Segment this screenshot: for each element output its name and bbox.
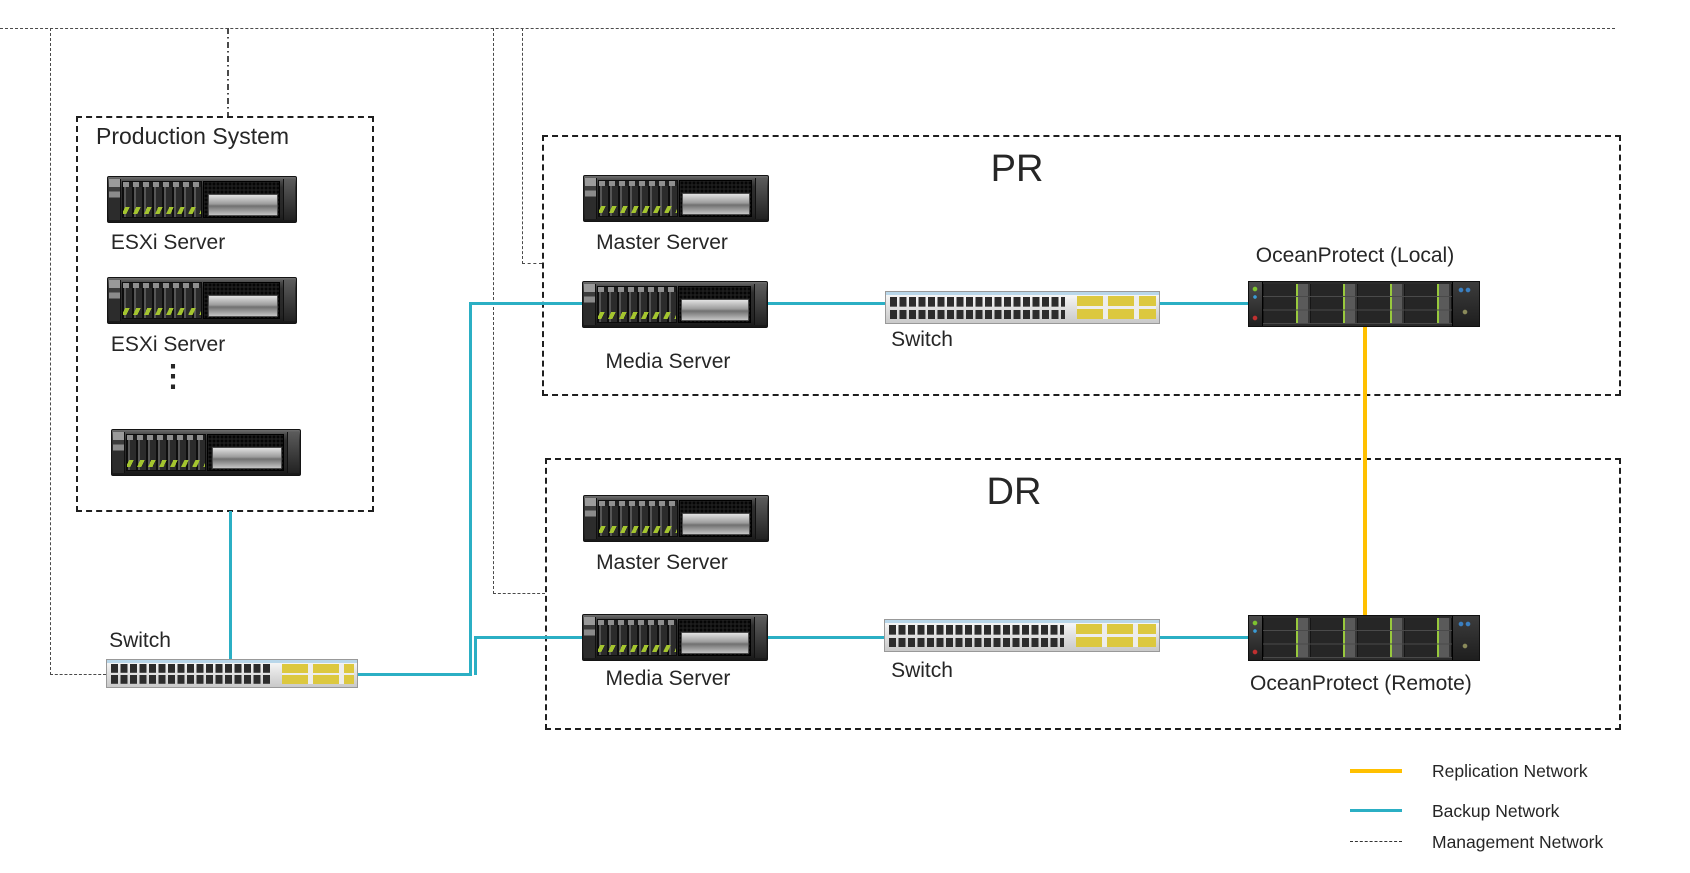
pr-zone	[542, 135, 1621, 396]
esxi-server-1-label: ESXi Server	[110, 231, 226, 254]
server-rack-ear	[584, 284, 596, 325]
storage-drive-modules	[1263, 618, 1452, 658]
switch-uplink-ports	[1076, 296, 1156, 320]
management-line-to-dr	[493, 28, 494, 594]
server-bezel	[681, 193, 750, 215]
server-drive-bays	[122, 282, 202, 319]
server-drive-bays	[597, 619, 677, 656]
backup-line-to-pr-media	[469, 302, 583, 305]
server-rack-ear	[287, 432, 299, 473]
server-rack-ear	[584, 617, 596, 658]
switch-ports	[889, 624, 1065, 648]
management-line-to-production	[227, 28, 229, 116]
dr-media-server	[582, 614, 768, 661]
server-drive-bays	[122, 181, 202, 218]
dr-media-server-label: Media Server	[605, 667, 731, 690]
production-system-title: Production System	[96, 123, 290, 149]
esxi-server-2-label: ESXi Server	[110, 333, 226, 356]
backup-line-pr-switch-to-storage	[1160, 302, 1248, 305]
switch-ports	[890, 296, 1065, 320]
server-bezel	[208, 295, 278, 317]
server-rack-ear	[755, 178, 767, 219]
server-drive-bays	[126, 434, 206, 471]
server-bezel	[208, 194, 278, 216]
oceanprotect-local-label: OceanProtect (Local)	[1255, 244, 1455, 267]
server-bezel	[212, 447, 282, 469]
oceanprotect-remote-label: OceanProtect (Remote)	[1250, 672, 1472, 695]
server-drive-bays	[598, 500, 678, 537]
backup-line-production-to-switch	[229, 511, 232, 659]
replication-line-local-to-remote	[1363, 327, 1367, 615]
pr-media-server-label: Media Server	[605, 350, 731, 373]
dr-switch	[884, 619, 1160, 652]
esxi-server-2	[107, 277, 297, 324]
server-rack-ear	[754, 284, 766, 325]
esxi-server-1	[107, 176, 297, 223]
backup-line-to-dr-media	[474, 636, 582, 639]
core-switch-label: Switch	[109, 629, 171, 652]
switch-uplink-ports	[1076, 624, 1156, 648]
dr-master-server	[583, 495, 769, 542]
esxi-server-n	[111, 429, 301, 476]
server-bezel	[681, 513, 750, 535]
backup-line-backbone-vertical	[469, 302, 472, 675]
management-line-to-dr-horizontal	[493, 593, 545, 594]
backup-line-pr-media-to-switch	[768, 302, 885, 305]
management-line-to-pr-horizontal	[522, 263, 542, 264]
server-rack-ear	[585, 498, 597, 539]
dr-switch-label: Switch	[891, 659, 953, 682]
pr-switch-label: Switch	[891, 328, 953, 351]
management-line-to-pr	[522, 28, 523, 264]
dr-title: DR	[986, 471, 1042, 513]
management-line-top	[0, 28, 1615, 29]
storage-drive-modules	[1263, 284, 1452, 324]
backup-network-swatch	[1350, 809, 1402, 812]
server-rack-ear	[109, 280, 121, 321]
management-network-label: Management Network	[1432, 832, 1604, 852]
server-rack-ear	[109, 179, 121, 220]
pr-master-server	[583, 175, 769, 222]
server-rack-ear	[585, 178, 597, 219]
backup-line-dr-branch-vertical	[474, 636, 477, 675]
server-drive-bays	[597, 286, 677, 323]
dr-zone	[545, 458, 1621, 730]
production-system-zone	[76, 116, 374, 512]
replication-network-swatch	[1350, 769, 1402, 773]
management-network-swatch	[1350, 841, 1402, 842]
pr-title: PR	[990, 148, 1044, 190]
oceanprotect-local-array	[1248, 281, 1480, 327]
core-switch	[106, 659, 358, 688]
backup-line-core-switch-east	[358, 673, 472, 676]
server-rack-ear	[283, 280, 295, 321]
backup-network-label: Backup Network	[1432, 801, 1560, 821]
server-rack-ear	[113, 432, 125, 473]
server-bezel	[680, 632, 749, 654]
pr-media-server	[582, 281, 768, 328]
management-line-left	[50, 28, 51, 675]
replication-network-label: Replication Network	[1432, 761, 1588, 781]
more-servers-ellipsis: ⋮	[158, 360, 188, 393]
management-line-to-core-switch	[50, 674, 106, 675]
storage-control-strip	[1249, 616, 1263, 660]
server-bezel	[680, 299, 749, 321]
server-drive-bays	[598, 180, 678, 217]
oceanprotect-remote-array	[1248, 615, 1480, 661]
storage-io-strip	[1452, 282, 1479, 326]
storage-io-strip	[1452, 616, 1479, 660]
switch-ports	[110, 664, 271, 684]
switch-uplink-ports	[281, 663, 354, 684]
server-rack-ear	[755, 498, 767, 539]
pr-switch	[885, 291, 1160, 324]
server-rack-ear	[283, 179, 295, 220]
pr-master-server-label: Master Server	[596, 231, 728, 254]
storage-control-strip	[1249, 282, 1263, 326]
backup-line-dr-switch-to-storage	[1160, 636, 1248, 639]
server-rack-ear	[754, 617, 766, 658]
backup-line-dr-media-to-switch	[768, 636, 884, 639]
dr-master-server-label: Master Server	[596, 551, 728, 574]
